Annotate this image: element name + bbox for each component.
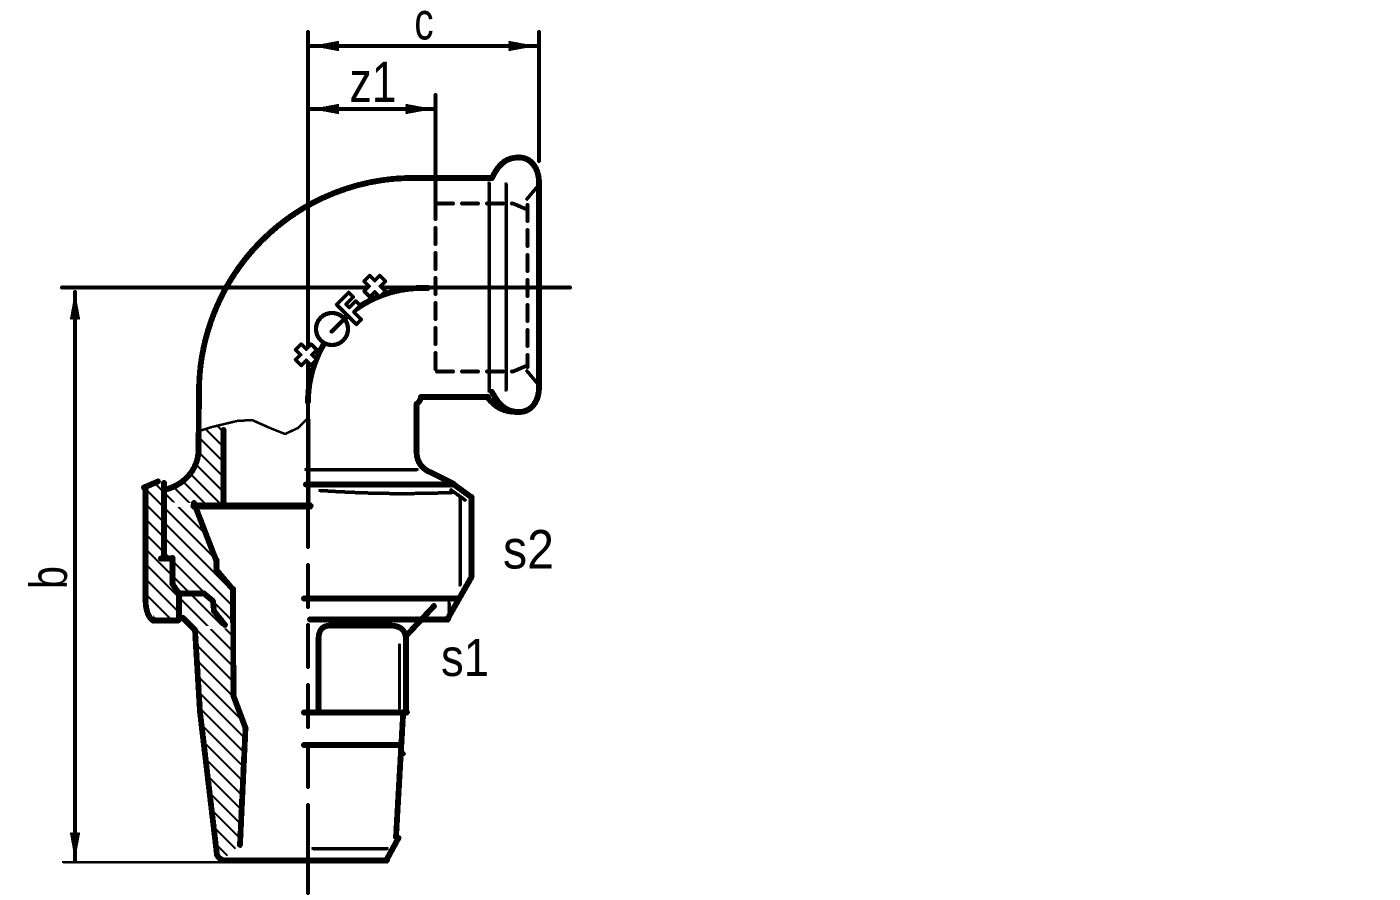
svg-text:c: c (414, 0, 433, 51)
svg-text:s2: s2 (503, 518, 554, 581)
svg-text:b: b (19, 566, 79, 589)
svg-text:z1: z1 (350, 50, 397, 115)
svg-text:s1: s1 (441, 628, 489, 688)
